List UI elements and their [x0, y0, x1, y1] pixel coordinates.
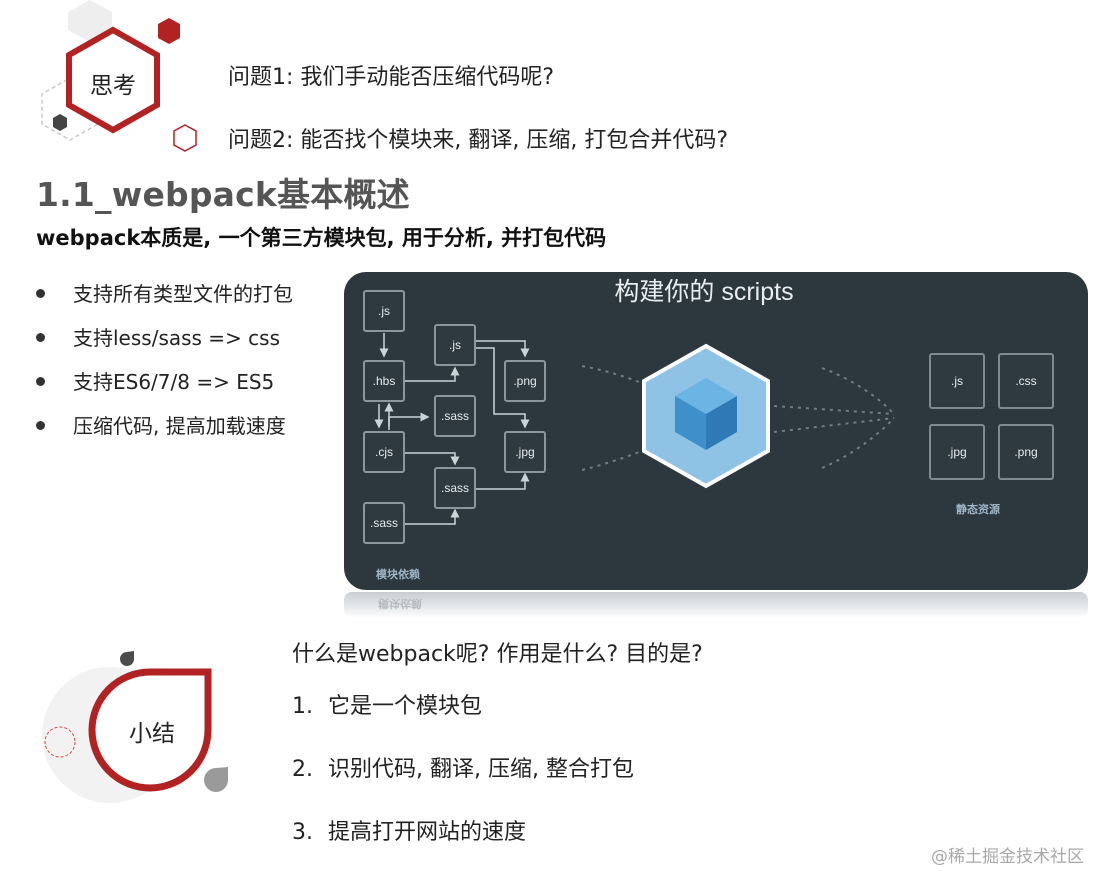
item-number: 1.	[292, 694, 313, 719]
dependency-arrows	[374, 333, 530, 525]
summary-list: 1. 它是一个模块包 2. 识别代码, 翻译, 压缩, 整合打包 3. 提高打开网站的…	[292, 688, 634, 877]
summary-question: 什么是webpack呢? 作用是什么? 目的是?	[292, 642, 703, 667]
asset-css: .css	[998, 353, 1054, 409]
module-sass: .sass	[363, 502, 405, 544]
module-cjs: .cjs	[363, 431, 405, 473]
red-hexagon-badge	[66, 26, 160, 134]
summary-item: 3. 提高打开网站的速度	[292, 814, 634, 877]
asset-js: .js	[929, 353, 985, 409]
question-2: 问题2: 能否找个模块来, 翻译, 压缩, 打包合并代码?	[228, 128, 729, 153]
asset-png: .png	[998, 424, 1054, 480]
feature-text: 压缩代码, 提高加载速度	[73, 413, 286, 438]
bullet-dot	[36, 288, 45, 298]
think-decoration	[41, 0, 197, 152]
asset-jpg: .jpg	[929, 424, 985, 480]
module-sass: .sass	[434, 395, 476, 437]
module-sass: .sass	[434, 467, 476, 509]
summary-item: 2. 识别代码, 翻译, 压缩, 整合打包	[292, 751, 634, 814]
gray-hexagon-decoration	[68, 0, 112, 42]
small-gray-drop	[120, 651, 134, 666]
item-number: 2.	[292, 757, 313, 782]
question-1: 问题1: 我们手动能否压缩代码呢?	[228, 65, 555, 90]
small-red-hexagon	[158, 18, 180, 44]
red-outline-hexagon	[173, 124, 197, 152]
feature-item: 支持ES6/7/8 => ES5	[36, 358, 293, 402]
dashed-hexagon-decoration	[41, 77, 99, 141]
summary-item: 1. 它是一个模块包	[292, 688, 634, 751]
diagram-title: 构建你的 scripts	[614, 278, 794, 306]
watermark: @稀土掘金技术社区	[931, 847, 1084, 867]
module-js: .js	[363, 290, 405, 332]
diagram-lines	[374, 333, 895, 525]
bullet-dot	[36, 376, 45, 386]
feature-item: 压缩代码, 提高加载速度	[36, 402, 293, 446]
feature-text: 支持less/sass => css	[73, 325, 281, 350]
feature-text: 支持所有类型文件的打包	[73, 281, 293, 306]
section-heading: 1.1_webpack基本概述	[36, 175, 410, 214]
feature-text: 支持ES6/7/8 => ES5	[73, 369, 275, 394]
think-badge-label: 思考	[90, 73, 136, 99]
item-text: 它是一个模块包	[328, 694, 483, 719]
bullet-dot	[36, 332, 45, 342]
feature-list: 支持所有类型文件的打包 支持less/sass => css 支持ES6/7/8…	[36, 270, 293, 446]
feature-item: 支持less/sass => css	[36, 314, 293, 358]
gray-drop-decoration	[204, 767, 228, 792]
bullet-dot	[36, 420, 45, 430]
module-js: .js	[434, 324, 476, 366]
module-png: .png	[504, 360, 546, 402]
item-text: 识别代码, 翻译, 压缩, 整合打包	[328, 757, 634, 782]
feature-item: 支持所有类型文件的打包	[36, 270, 293, 314]
flow-lines	[581, 365, 895, 471]
webpack-cube-logo	[642, 343, 770, 489]
red-drop-badge	[88, 668, 212, 792]
item-number: 3.	[292, 820, 313, 845]
reflected-caption: 模块依赖	[378, 597, 422, 610]
item-text: 提高打开网站的速度	[328, 820, 527, 845]
small-dark-hexagon	[53, 114, 67, 131]
right-caption: 静态资源	[956, 503, 1000, 516]
webpack-diagram: 构建你的 scripts .js .hbs .cjs .sass .js .sa…	[344, 272, 1088, 590]
summary-decoration	[42, 651, 228, 803]
module-jpg: .jpg	[504, 431, 546, 473]
summary-badge-label: 小结	[129, 721, 175, 747]
diagram-reflection: 模块依赖	[344, 592, 1088, 618]
module-hbs: .hbs	[363, 360, 405, 402]
section-subtitle: webpack本质是, 一个第三方模块包, 用于分析, 并打包代码	[36, 226, 607, 250]
left-caption: 模块依赖	[376, 568, 420, 581]
dashed-circle-decoration	[44, 726, 76, 758]
